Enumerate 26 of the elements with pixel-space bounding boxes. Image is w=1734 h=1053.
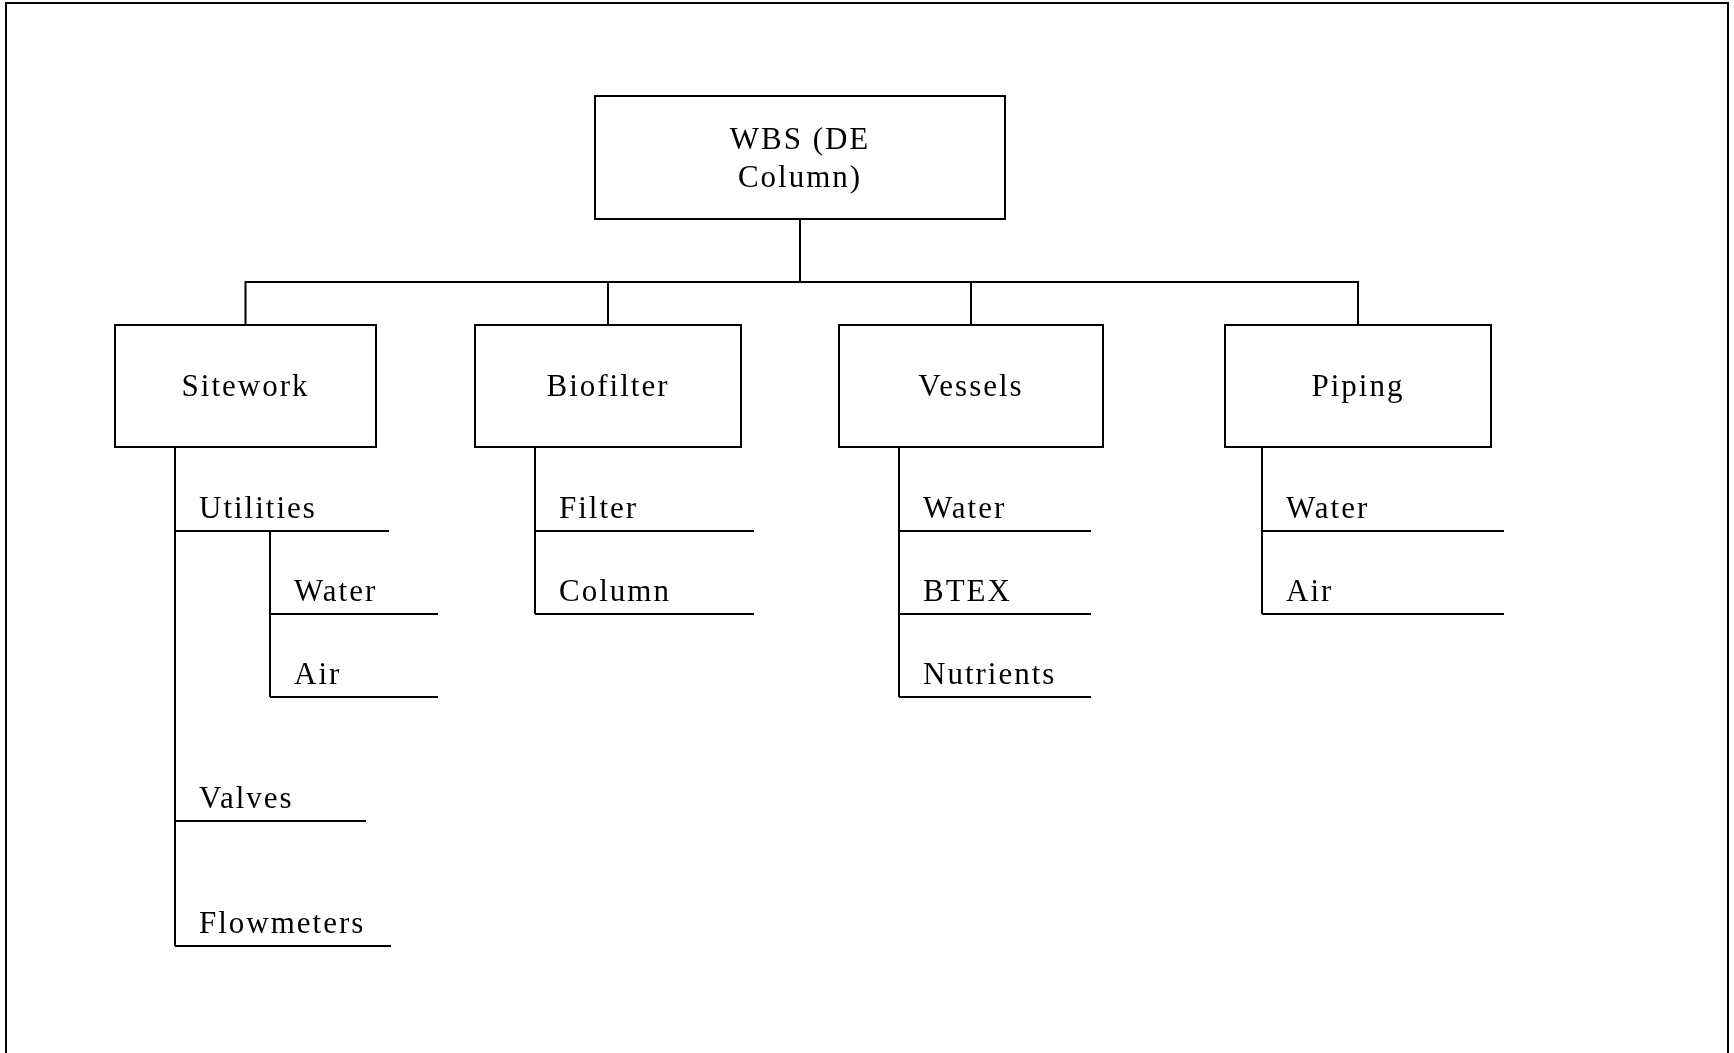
node-label: Air: [1286, 571, 1334, 609]
connector-line: [269, 531, 271, 698]
node-label: Filter: [559, 488, 639, 526]
node-label: Flowmeters: [199, 903, 366, 941]
node-label: Water: [923, 488, 1007, 526]
node-label: Water: [294, 571, 378, 609]
connector-line: [534, 447, 536, 615]
node-label: Valves: [199, 778, 294, 816]
node-label: Utilities: [199, 488, 317, 526]
connector-line: [898, 447, 900, 698]
connector-line: [1261, 447, 1263, 615]
wbs-box: [114, 324, 377, 448]
node-label: Biofilter: [546, 367, 670, 405]
wbs-box: [474, 324, 742, 448]
node-label: Sitework: [181, 367, 310, 405]
node-label: WBS (DE Column): [728, 120, 872, 195]
node-label: Water: [1286, 488, 1370, 526]
node-label: Vessels: [918, 367, 1024, 405]
node-label: Column: [559, 571, 671, 609]
node-label: Air: [294, 654, 342, 692]
wbs-box: [1224, 324, 1492, 448]
node-label: BTEX: [923, 571, 1012, 609]
node-label: Nutrients: [923, 654, 1057, 692]
wbs-box: [838, 324, 1104, 448]
wbs-box: [594, 95, 1006, 220]
node-label: Piping: [1311, 367, 1405, 405]
